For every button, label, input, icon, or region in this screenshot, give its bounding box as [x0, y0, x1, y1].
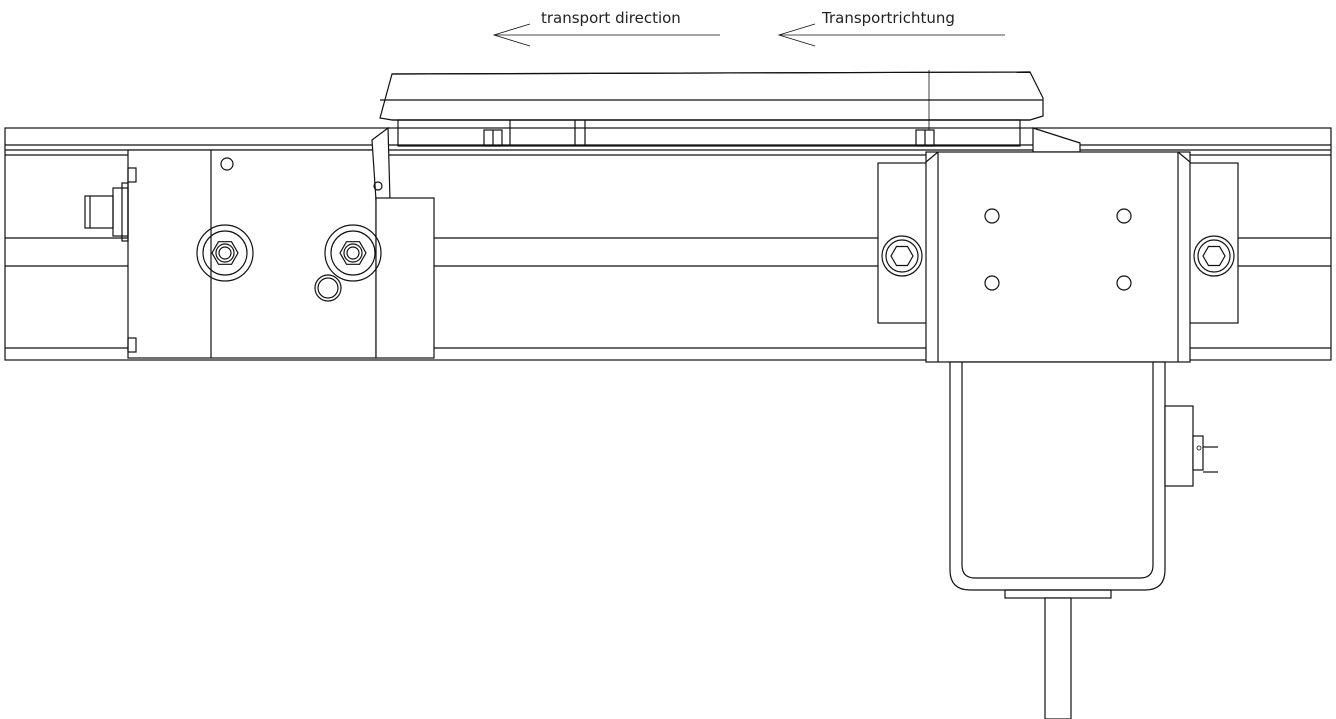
o-ring-icon: [314, 274, 342, 302]
piston-rod: [1044, 597, 1072, 719]
stop-unit: [877, 127, 1239, 363]
roller-right-icon: [324, 224, 382, 282]
hex-screw-right-icon: [1193, 235, 1235, 277]
direction-arrow-en: [492, 23, 720, 47]
m12-connector-icon: [84, 167, 137, 353]
transport-direction-label-de: Transportrichtung: [822, 9, 955, 27]
direction-arrow-de: [777, 23, 1005, 47]
left-end-plate: [127, 126, 435, 359]
workpiece-carrier: [379, 70, 1044, 147]
roller-left-icon: [196, 224, 254, 282]
actuator-body: [949, 361, 1218, 599]
transport-direction-label-en: transport direction: [541, 9, 681, 27]
hex-screw-left-icon: [881, 235, 923, 277]
